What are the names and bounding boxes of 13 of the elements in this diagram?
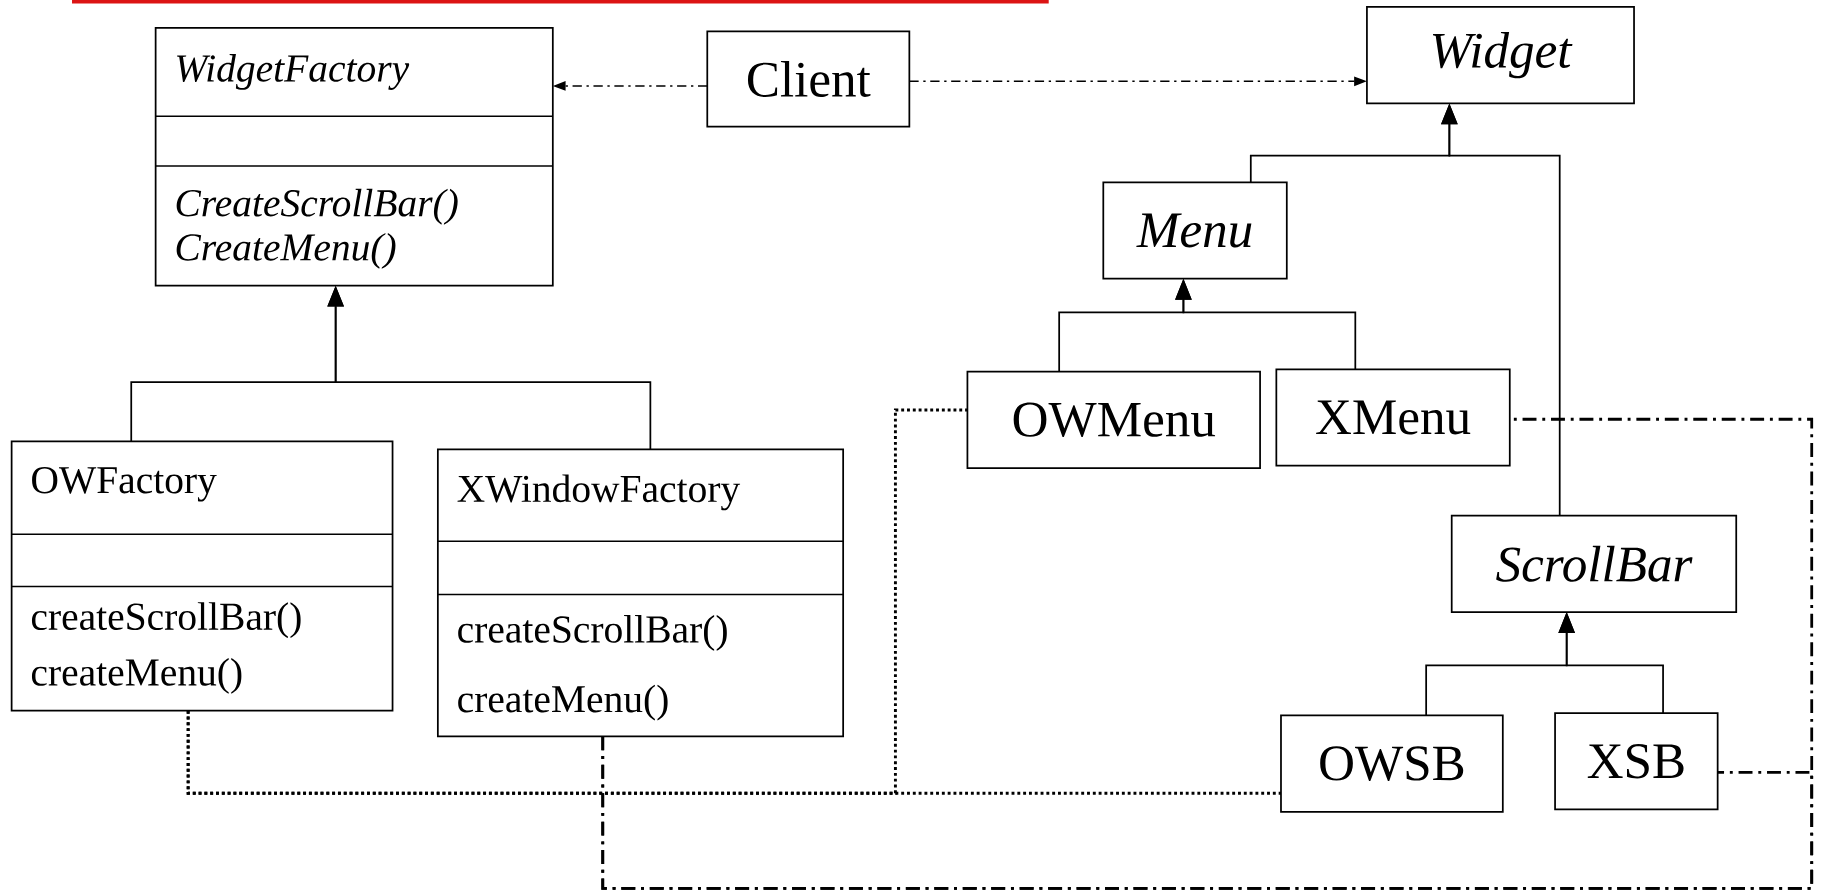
class-box: XWindowFactory createScrollBar() createMenu() <box>436 448 844 738</box>
class-box: WidgetFactory CreateScrollBar() CreateMenu() <box>154 27 554 287</box>
class-box: OWMenu <box>966 370 1261 469</box>
class-box: Client <box>706 30 911 128</box>
class-box: Widget <box>1366 6 1635 105</box>
class-box: XMenu <box>1275 368 1511 467</box>
class-box: OWSB <box>1280 714 1504 813</box>
class-box: OWFactory createScrollBar() createMenu() <box>10 440 394 712</box>
class-box: ScrollBar <box>1450 514 1738 613</box>
class-box: XSB <box>1554 712 1719 811</box>
class-box: Menu <box>1102 181 1288 280</box>
connector-line <box>601 736 1814 890</box>
connector-line <box>186 408 968 795</box>
